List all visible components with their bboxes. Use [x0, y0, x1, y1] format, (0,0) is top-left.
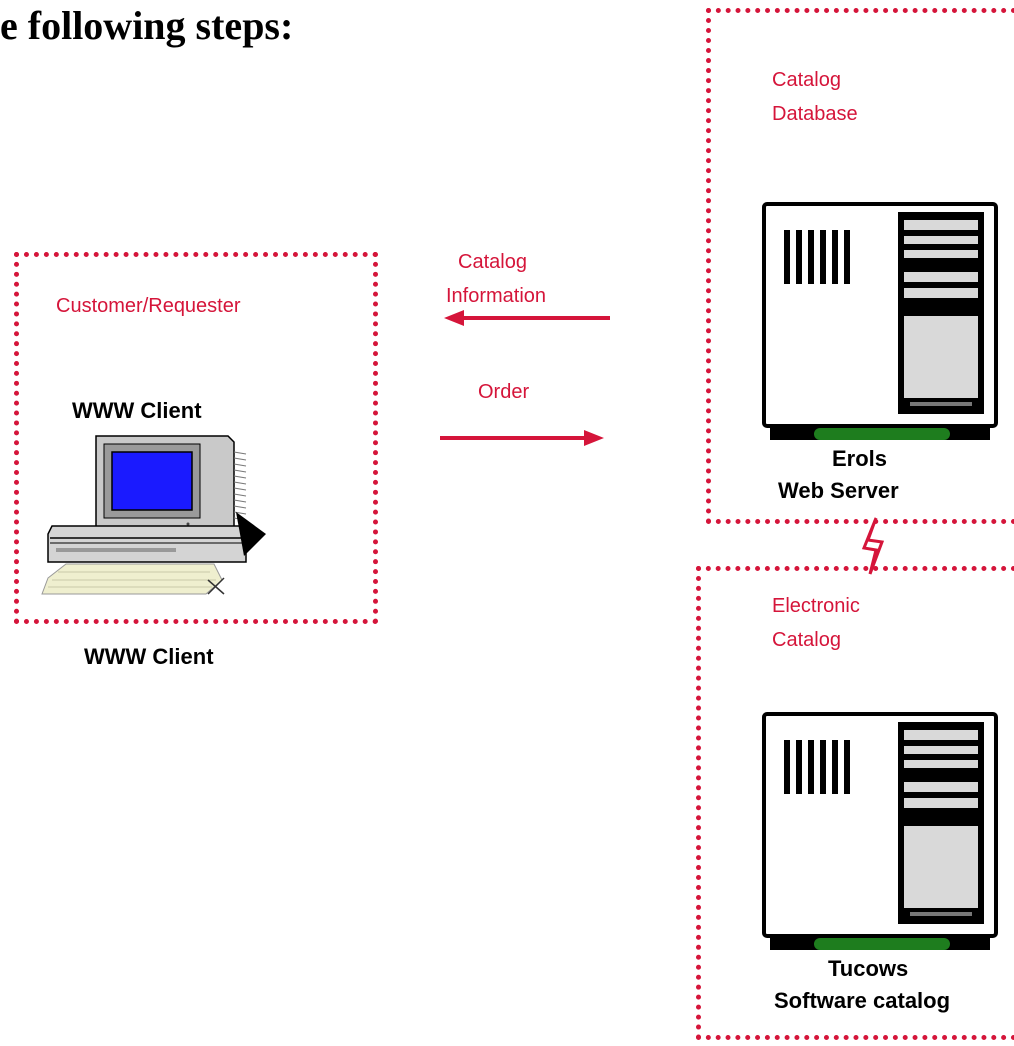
- catalog-box-label-line1: Electronic: [772, 595, 860, 617]
- web-server-box: [706, 8, 1014, 524]
- lightning-connection-icon: [861, 517, 885, 575]
- catalog-server-name-line1: Tucows: [828, 956, 909, 981]
- catalog-info-label-line1: Catalog: [458, 251, 527, 273]
- client-inner-label: WWW Client: [72, 398, 202, 423]
- web-server-box-label-line2: Database: [772, 103, 858, 125]
- desktop-computer-icon: [41, 435, 266, 595]
- order-arrow: [440, 430, 604, 446]
- web-server-name-line1: Erols: [832, 446, 888, 471]
- order-label: Order: [478, 381, 530, 403]
- client-box-label: Customer/Requester: [56, 295, 241, 317]
- web-server-icon: [762, 202, 998, 440]
- catalog-box-label-line2: Catalog: [772, 629, 841, 651]
- page-title: e following steps:: [0, 3, 294, 48]
- client-box: [14, 252, 378, 624]
- catalog-info-label-line2: Information: [446, 285, 547, 307]
- client-caption: WWW Client: [84, 644, 214, 669]
- web-server-name-line2: Web Server: [778, 478, 899, 503]
- catalog-server-name-line2: Software catalog: [774, 988, 951, 1013]
- catalog-server-icon: [762, 712, 998, 950]
- catalog-info-arrow: [444, 310, 610, 326]
- web-server-box-label-line1: Catalog: [772, 69, 841, 91]
- catalog-server-box: [696, 566, 1014, 1040]
